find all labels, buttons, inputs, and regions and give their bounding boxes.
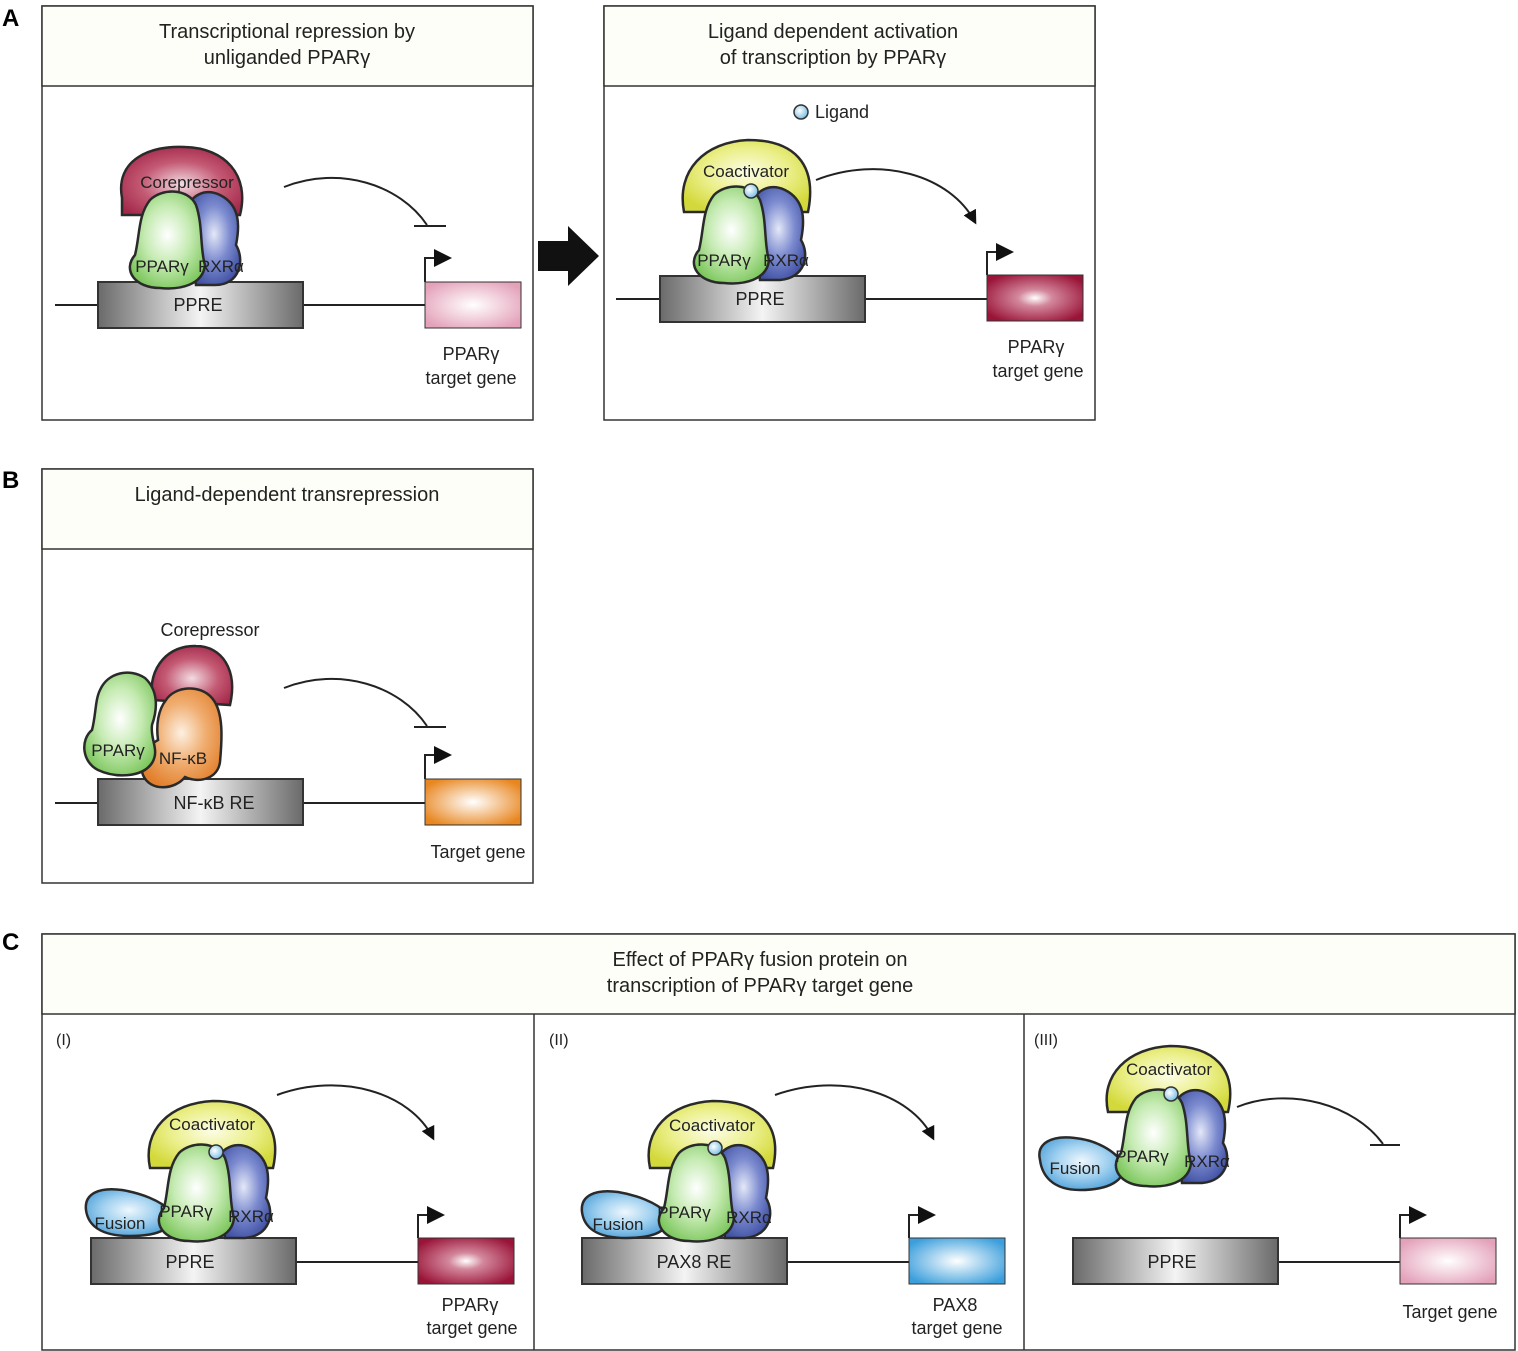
transition-arrow: [538, 226, 599, 286]
panel-a-right-title-1: Ligand dependent activation: [708, 21, 958, 43]
panel-label-a: A: [2, 5, 19, 32]
fusion-label: Fusion: [1049, 1159, 1100, 1178]
ppre-element: [659, 275, 866, 323]
fusion-label: Fusion: [592, 1215, 643, 1234]
gene-label-1: PAX8: [933, 1295, 978, 1315]
target-gene-box: [986, 274, 1084, 322]
corepressor-shape: [150, 644, 234, 707]
target-gene-box: [424, 778, 522, 826]
ppar-label: PPARγ: [159, 1202, 213, 1221]
panel-b-title: Ligand-dependent transrepression: [135, 484, 440, 506]
element-label: NF-κB RE: [174, 793, 255, 813]
gene-label-1: PPARγ: [442, 1295, 499, 1315]
rxr-label: RXRα: [228, 1207, 274, 1226]
panel-label-c: C: [2, 929, 19, 956]
ppar-shape: [128, 190, 207, 290]
panel-c-title-2: transcription of PPARγ target gene: [607, 975, 913, 997]
sub-label: (I): [56, 1032, 71, 1049]
ppar-label: PPARγ: [657, 1203, 711, 1222]
gene-label-2: target gene: [426, 1318, 517, 1338]
rxr-label: RXRα: [763, 251, 809, 270]
element-label: PPRE: [165, 1252, 214, 1272]
target-gene-box: [424, 281, 522, 329]
bound-ligand-icon: [1163, 1086, 1179, 1102]
panel-label-b: B: [2, 467, 19, 494]
ppar-shape: [657, 1143, 736, 1243]
element-label: PAX8 RE: [657, 1252, 732, 1272]
ppar-shape: [692, 185, 771, 285]
ppar-shape: [83, 671, 158, 777]
ppar-label: PPARγ: [135, 257, 189, 276]
panel-a-right-title-2: of transcription by PPARγ: [720, 47, 946, 69]
gene-label: Target gene: [1402, 1302, 1497, 1322]
sub-label: (III): [1034, 1032, 1058, 1049]
panel-b: Ligand-dependent transrepression NF-κB R…: [41, 468, 534, 884]
gene-label: Target gene: [430, 842, 525, 862]
nfkb-label: NF-κB: [159, 749, 207, 768]
coactivator-label: Coactivator: [1126, 1060, 1212, 1079]
panel-c-title-1: Effect of PPARγ fusion protein on: [613, 949, 908, 971]
panel-a-left: Transcriptional repression by unliganded…: [41, 5, 534, 421]
pax8-re-element: [581, 1237, 788, 1285]
nfkb-re-element: [97, 778, 304, 826]
bound-ligand-icon: [208, 1144, 224, 1160]
gene-label-1: PPARγ: [1008, 337, 1065, 357]
panel-a-left-title-2: unliganded PPARγ: [204, 47, 370, 69]
coactivator-label: Coactivator: [169, 1115, 255, 1134]
panel-a-left-title-1: Transcriptional repression by: [159, 21, 415, 43]
ppre-element: [1072, 1237, 1279, 1285]
panel-a-right: Ligand dependent activation of transcrip…: [603, 5, 1096, 421]
gene-label-2: target gene: [425, 368, 516, 388]
panel-c: Effect of PPARγ fusion protein on transc…: [41, 933, 1516, 1351]
element-label: PPRE: [1147, 1252, 1196, 1272]
ppar-label: PPARγ: [91, 741, 145, 760]
ppar-shape: [157, 1143, 236, 1243]
ppar-label: PPARγ: [697, 251, 751, 270]
bound-ligand-icon: [743, 183, 759, 199]
fusion-label: Fusion: [94, 1214, 145, 1233]
gene-label-2: target gene: [992, 361, 1083, 381]
panel-c-sub-i: (I) PPRE Coactivator Fusion PPARγ RXRα P…: [56, 1032, 518, 1338]
panel-c-sub-ii: (II) PAX8 RE Coactivator Fusion PPARγ RX…: [549, 1032, 1006, 1338]
element-label: PPRE: [173, 295, 222, 315]
sub-label: (II): [549, 1032, 569, 1049]
ligand-icon: [793, 104, 809, 120]
target-gene-box: [417, 1237, 515, 1285]
target-gene-box: [1399, 1237, 1497, 1285]
gene-label-2: target gene: [911, 1318, 1002, 1338]
ligand-label: Ligand: [815, 102, 869, 122]
rxr-label: RXRα: [1184, 1152, 1230, 1171]
corepressor-label: Corepressor: [140, 173, 234, 192]
ppar-shape: [1114, 1088, 1193, 1188]
element-label: PPRE: [735, 289, 784, 309]
panel-c-sub-iii: (III) PPRE Coactivator Fusion PPARγ RXRα…: [1034, 1032, 1498, 1322]
nfkb-shape: [140, 687, 223, 789]
coactivator-label: Coactivator: [703, 162, 789, 181]
gene-label-1: PPARγ: [443, 344, 500, 364]
ppre-element: [90, 1237, 297, 1285]
bound-ligand-icon: [707, 1140, 723, 1156]
rxr-label: RXRα: [198, 257, 244, 276]
rxr-label: RXRα: [726, 1208, 772, 1227]
corepressor-label: Corepressor: [160, 620, 259, 640]
coactivator-label: Coactivator: [669, 1116, 755, 1135]
ppar-label: PPARγ: [1115, 1147, 1169, 1166]
target-gene-box: [908, 1237, 1006, 1285]
